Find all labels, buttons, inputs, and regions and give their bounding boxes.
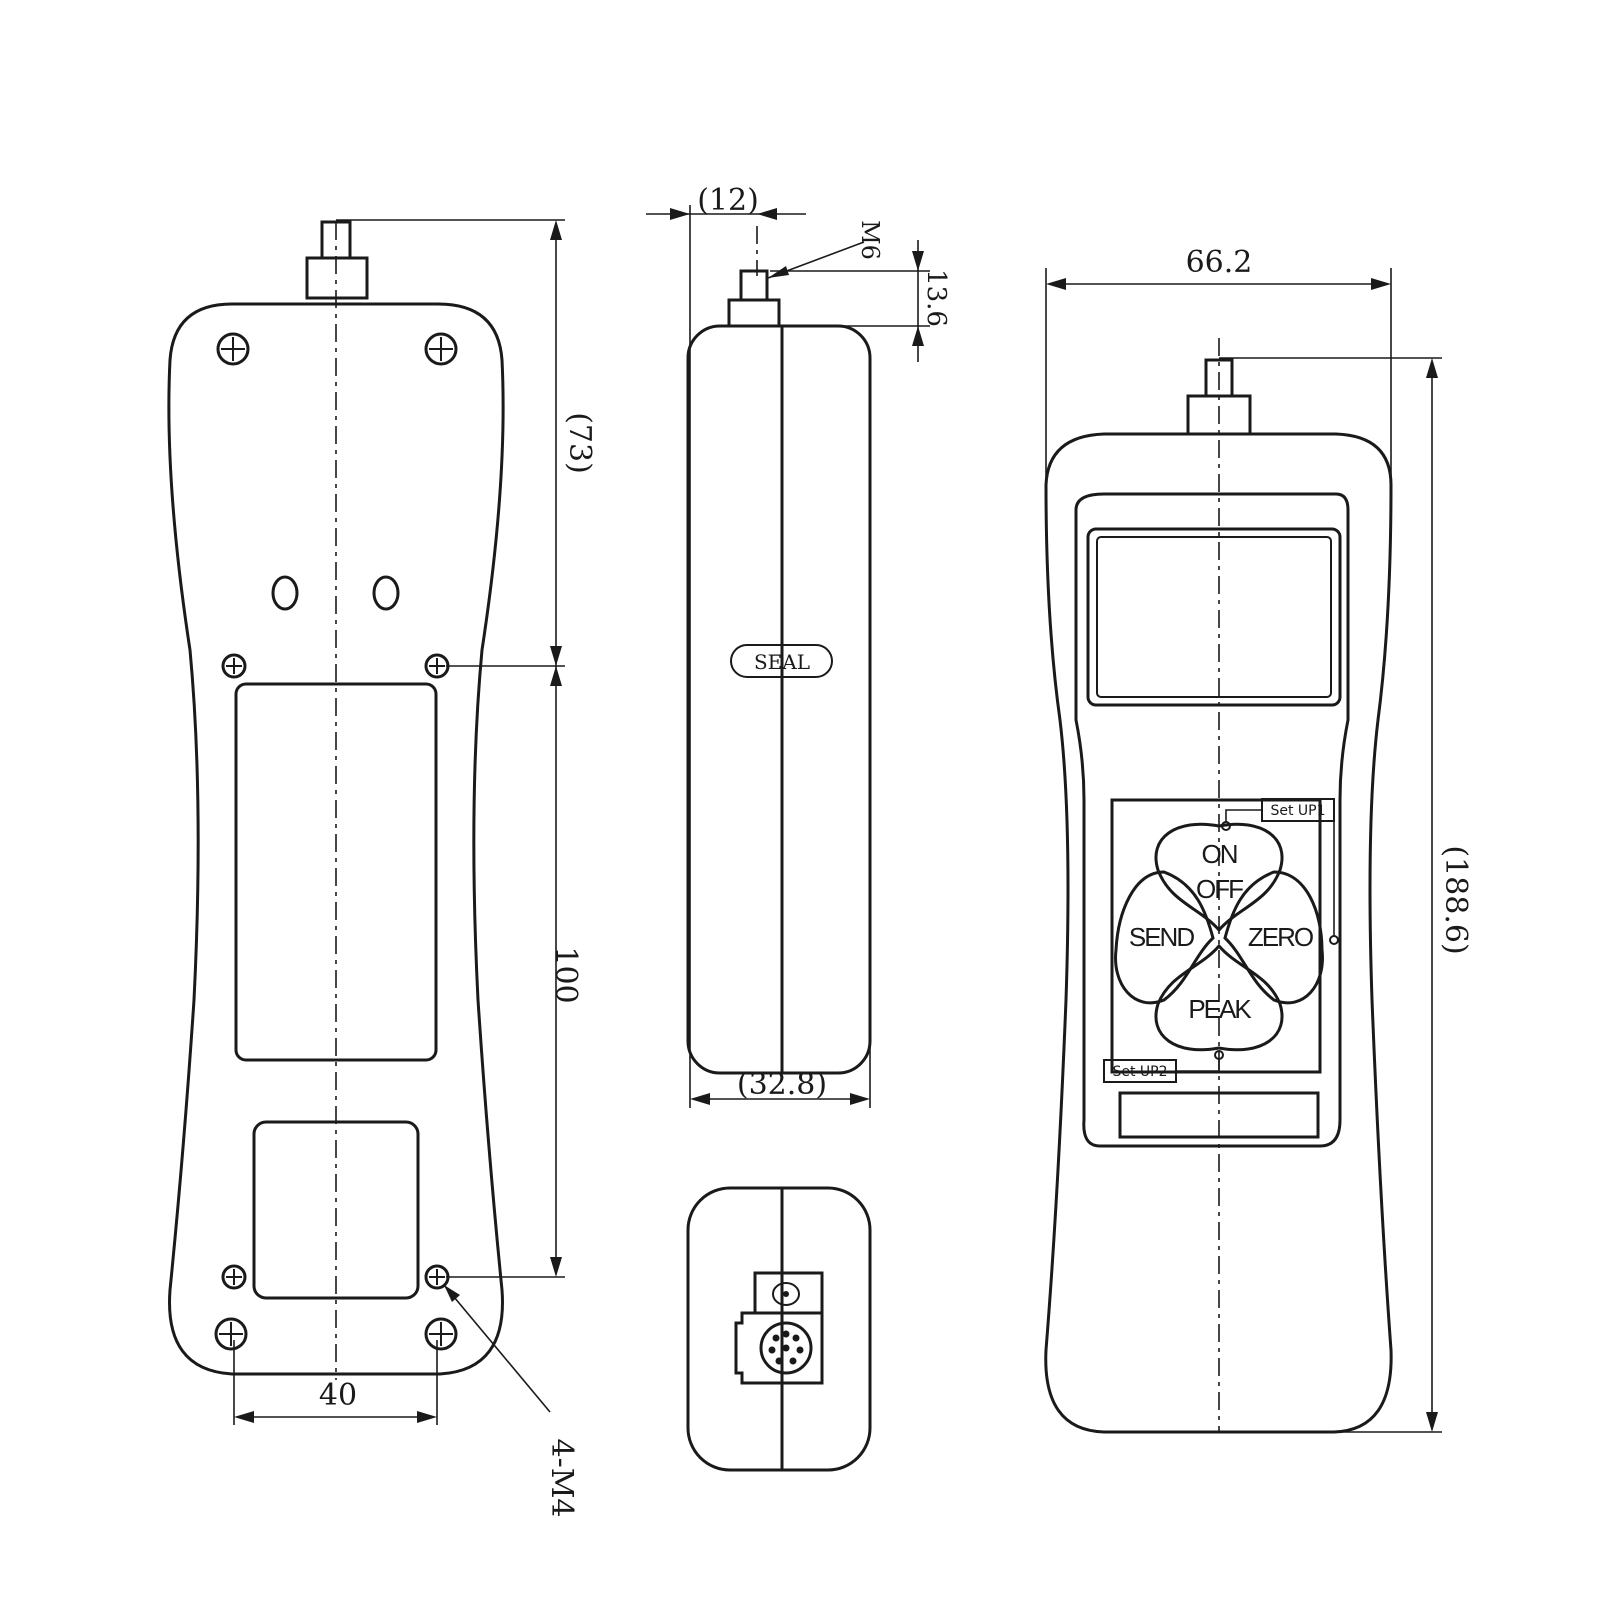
back-battery-cover	[252, 1120, 420, 1300]
side-shaft-nut	[727, 298, 781, 328]
front-body-outline	[1044, 432, 1393, 1434]
callout-m6: M6	[856, 220, 884, 260]
arrow-icon	[444, 1285, 460, 1302]
arrow-icon	[670, 208, 690, 220]
side-view: SEAL (12) M6 13.6 (32.8)	[646, 183, 951, 1108]
arrow-icon	[1426, 358, 1438, 378]
key-off-label: OFF	[1196, 874, 1243, 904]
screw-icon	[216, 332, 250, 366]
data-port	[734, 1311, 824, 1385]
arrow-icon	[234, 1411, 254, 1423]
arrow-icon	[1371, 278, 1391, 290]
arrow-icon	[550, 1257, 562, 1277]
dim-label-66-2: 66.2	[1186, 245, 1253, 280]
screw-icon	[214, 1317, 248, 1351]
setup2-marker	[1214, 1050, 1224, 1060]
arrow-icon	[912, 251, 924, 271]
dim-label-13-6: 13.6	[921, 269, 951, 327]
connector-icon	[759, 1321, 813, 1375]
key-peak[interactable]	[1154, 943, 1284, 1052]
setup1-marker	[1221, 821, 1231, 831]
dim-label-100: 100	[548, 946, 583, 1003]
arrow-icon	[1046, 278, 1066, 290]
jack-pin	[783, 1291, 789, 1297]
front-shaft-thread	[1204, 358, 1234, 398]
screw-icon	[424, 1317, 458, 1351]
power-jack-icon	[772, 1282, 800, 1306]
arrow-icon	[550, 220, 562, 240]
arrow-icon	[1426, 1412, 1438, 1432]
arrow-icon	[757, 208, 777, 220]
side-body-outline	[686, 324, 872, 1075]
seal-badge	[730, 644, 833, 678]
lcd-screen-inner	[1096, 536, 1332, 698]
arrow-icon	[690, 1093, 710, 1105]
key-send[interactable]	[1114, 870, 1215, 1005]
front-view: ON OFF SEND ZERO PEAK Set UP1 Set UP2 66…	[1044, 245, 1473, 1434]
key-zero[interactable]	[1223, 870, 1324, 1005]
dim-label-188-6: (188.6)	[1438, 845, 1473, 954]
back-shaft-nut	[305, 256, 369, 300]
setup1-label: Set UP1	[1270, 803, 1325, 819]
arrow-icon	[550, 646, 562, 666]
callout-4-m4: 4-M4	[544, 1438, 579, 1517]
key-peak-label: PEAK	[1188, 994, 1252, 1024]
setup2-label: Set UP2	[1112, 1064, 1167, 1080]
seal-label: SEAL	[754, 650, 810, 674]
key-on-label: ON	[1202, 839, 1237, 869]
arrow-icon	[850, 1093, 870, 1105]
back-body-outline	[167, 302, 505, 1376]
bottom-body-outline	[686, 1186, 872, 1472]
back-label-panel	[234, 682, 438, 1062]
dim-label-32-8: (32.8)	[737, 1067, 827, 1102]
key-on-off[interactable]	[1154, 822, 1284, 933]
model-label-strip	[1118, 1091, 1320, 1139]
key-zero-label: ZERO	[1248, 922, 1313, 952]
key-send-label: SEND	[1129, 922, 1194, 952]
arrow-icon	[768, 266, 789, 278]
bottom-view	[686, 1186, 872, 1472]
m4-hole-icon	[221, 653, 247, 679]
setup1-leader	[1225, 809, 1262, 822]
side-shaft-thread	[739, 269, 769, 302]
arrow-icon	[912, 326, 924, 346]
dim-label-73: (73)	[562, 412, 597, 474]
m4-hole-icon	[221, 1264, 247, 1290]
dim-label-12: (12)	[697, 183, 759, 218]
screw-icon	[424, 332, 458, 366]
round-hole	[271, 575, 299, 611]
back-shaft-thread	[320, 220, 352, 260]
front-faceplate	[1074, 492, 1350, 1148]
arrow-icon	[417, 1411, 437, 1423]
setup2-leader	[1176, 1060, 1220, 1072]
dim-label-40: 40	[319, 1378, 357, 1413]
round-hole	[372, 575, 400, 611]
zero-marker	[1329, 935, 1339, 945]
lcd-screen	[1086, 527, 1342, 707]
back-view: (73) 100 40 4-M4	[167, 219, 597, 1518]
m4-hole-icon	[424, 653, 450, 679]
leader-line	[443, 1284, 551, 1413]
arrow-icon	[550, 666, 562, 686]
